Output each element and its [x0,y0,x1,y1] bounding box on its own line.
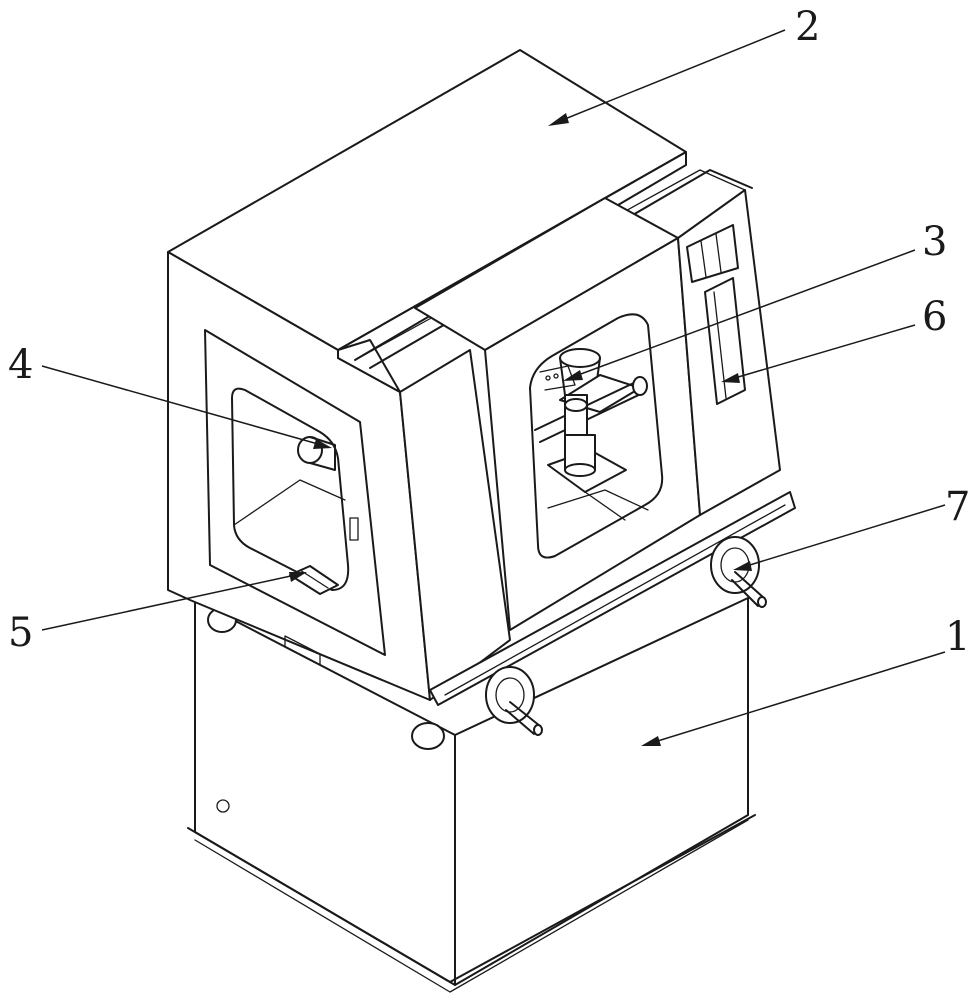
handwheel-right [711,537,766,607]
callout-3: 3 [922,219,947,265]
callout-7: 7 [945,484,970,530]
callout-2: 2 [795,4,820,50]
callout-4: 4 [8,342,33,388]
callout-5: 5 [8,610,33,656]
callout-1: 1 [945,614,970,660]
callout-6: 6 [922,294,947,340]
